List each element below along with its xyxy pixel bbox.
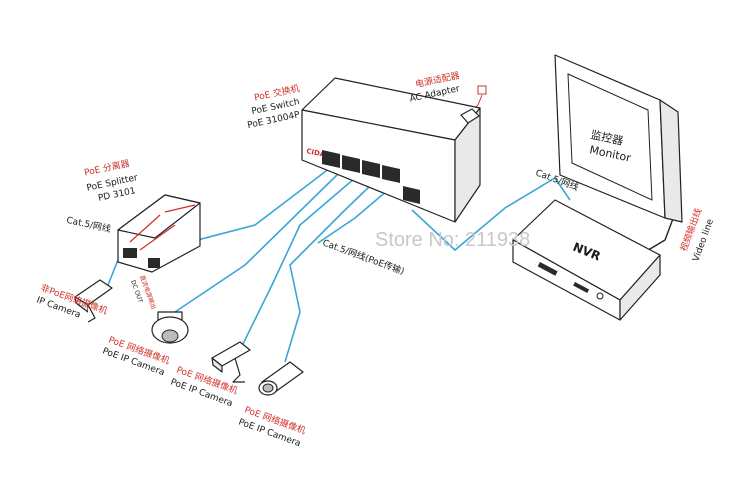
switch-port-1 [322, 150, 340, 168]
camera-3: PoE 网络摄像机 PoE IP Camera [169, 341, 251, 409]
switch-ports [322, 150, 420, 204]
poe-switch: CIDAV [301, 77, 481, 223]
camera-1: 非PoE网络摄像机 IP Camera [35, 279, 113, 323]
adapter-icon [460, 108, 480, 124]
splitter-port-in [123, 248, 137, 258]
switch-label: PoE 交换机 PoE Switch PoE 31004P [246, 82, 301, 131]
switch-port-3 [362, 160, 380, 178]
monitor-label-cn: 监控器 [589, 127, 624, 148]
monitor: 监控器 Monitor [554, 54, 683, 223]
switch-port-4 [382, 165, 400, 183]
poe-splitter: PoE 分离器 PoE Splitter PD 3101 直流电源输出 DC O… [83, 157, 201, 311]
splitter-port-dc [148, 258, 160, 268]
cable-switch-camera3 [239, 177, 356, 351]
cable-switch-port4 [317, 189, 389, 244]
cat5-left-label: Cat.5/网线 [65, 214, 111, 235]
camera-4: PoE 网络摄像机 PoE IP Camera [237, 361, 307, 449]
camera-2: PoE 网络摄像机 PoE IP Camera [101, 311, 189, 378]
switch-port-2 [342, 155, 360, 173]
monitor-screen [567, 73, 653, 201]
cable-switch-dome [174, 171, 341, 313]
plug-icon [477, 85, 487, 95]
watermark: Store No: 211938 [375, 229, 530, 251]
cable-switch-nvr [411, 176, 571, 252]
video-line-label: 视频输出线 Video line [678, 207, 717, 263]
cable-switch-camera4 [284, 183, 373, 363]
nvr: NVR [512, 199, 661, 321]
switch-port-uplink [403, 186, 420, 204]
